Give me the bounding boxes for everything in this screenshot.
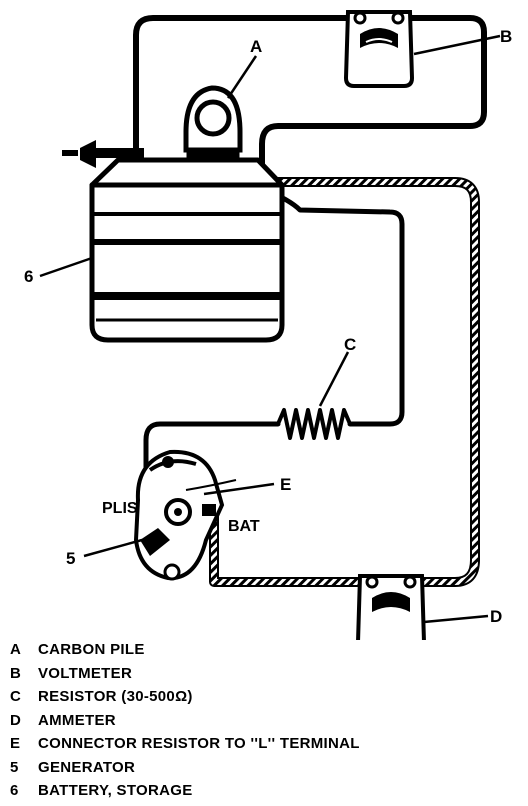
battery-storage-6: [89, 157, 285, 343]
callout-b: B: [500, 27, 512, 46]
generator-5: [133, 449, 237, 581]
callout-6: 6: [24, 267, 33, 286]
wiring-diagram: A B C D E 5 6 PLIS BAT: [24, 10, 512, 640]
leader-lines: [39, 34, 501, 624]
terminal-label-bat: BAT: [228, 518, 260, 535]
ammeter-d: [356, 574, 426, 640]
voltmeter-b: [343, 10, 415, 88]
callout-c: C: [344, 335, 356, 354]
resistor-circuit-wire: [143, 185, 405, 473]
ammeter-circuit-wire: [209, 177, 480, 587]
callout-5: 5: [66, 549, 75, 568]
ground-clamp: [62, 140, 144, 168]
callout-e: E: [280, 475, 291, 494]
callout-a: A: [250, 37, 262, 56]
carbon-pile-a: [183, 85, 243, 164]
voltmeter-circuit-wire: [133, 15, 487, 185]
terminal-label-plis: PLIS: [102, 500, 138, 517]
resistor-c: [276, 408, 352, 440]
callout-d: D: [490, 607, 502, 626]
